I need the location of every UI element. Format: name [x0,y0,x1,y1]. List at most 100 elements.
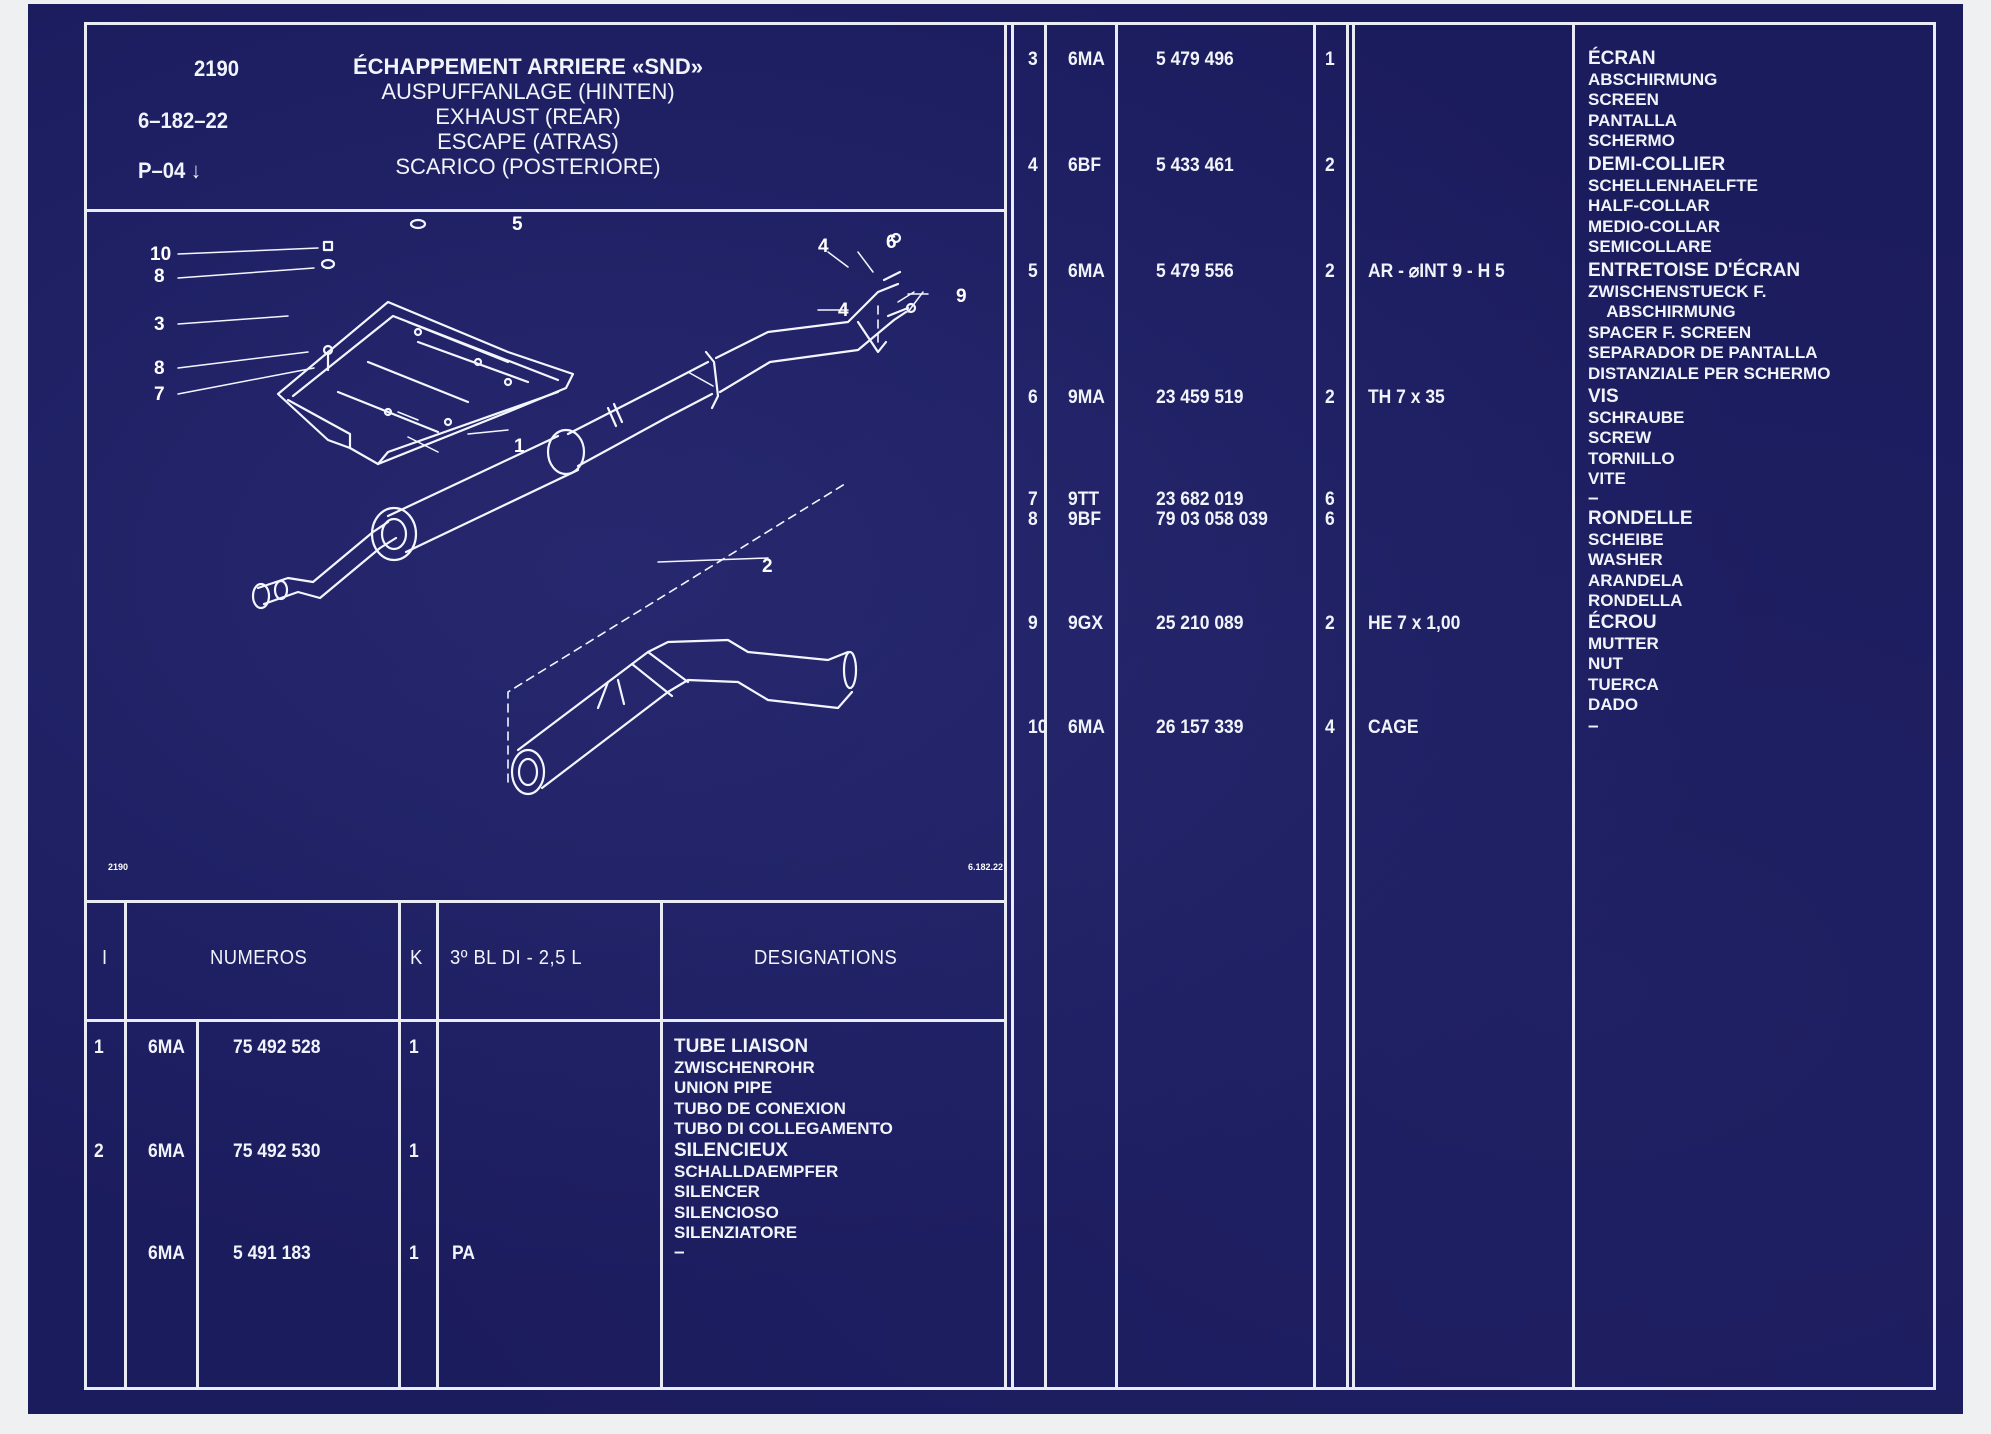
row-index: 10 [1028,717,1048,738]
callout-10: 10 [150,244,171,265]
designation-line: TORNILLO [1588,448,1675,468]
row-code: 6BF [1068,155,1102,176]
designation-line: RONDELLA [1588,591,1683,611]
designation-line: ABSCHIRMUNG [1588,302,1736,322]
rcol-line-code [1115,22,1118,1390]
row-note: PA [452,1243,475,1264]
callout-2: 2 [762,556,773,577]
title-it: SCARICO (POSTERIORE) [395,154,661,179]
designation-line: – [1588,488,1599,509]
designation-line: WASHER [1588,550,1663,570]
drawing-code-right: 6.182.22 [968,862,1003,872]
designation-line: NUT [1588,654,1623,674]
designation-line: SILENZIATORE [674,1223,798,1243]
col-header-variant: 3º BL DI - 2,5 L [450,947,583,969]
divider-drawing [84,900,1006,903]
row-code: 6MA [1068,49,1105,70]
callout-1: 1 [514,436,525,457]
exhaust-exploded-drawing: 10 8 3 8 7 5 1 2 4 6 4 9 2190 6.182.22 [108,214,1003,872]
rcol-line-i [1044,22,1047,1390]
designation-line: – [1588,716,1599,737]
row-index: 5 [1028,261,1038,282]
row-quantity: 4 [1325,717,1335,738]
row-quantity: 2 [1325,155,1335,176]
title-en: EXHAUST (REAR) [435,104,621,129]
leader-lines [177,247,929,563]
designation-line: SCREEN [1588,90,1659,110]
designation-line: SEMICOLLARE [1588,237,1712,257]
row-quantity: 1 [409,1243,419,1264]
designation-line: SILENCIEUX [674,1140,789,1161]
union-pipe-part [251,270,910,610]
sheet-page: P–04 ↓ [138,158,202,183]
designation-line: UNION PIPE [674,1078,773,1098]
row-note: HE 7 x 1,00 [1368,613,1461,634]
row-index: 8 [1028,509,1038,530]
alignment-lines [507,301,879,783]
designation-line: HALF-COLLAR [1588,196,1710,216]
designation-line: VIS [1588,386,1619,407]
sheet-reference: 6–182–22 [138,108,229,133]
designation-line: ZWISCHENSTUECK F. [1588,281,1767,301]
fasteners [320,218,917,372]
designation-line: SPACER F. SCREEN [1588,322,1752,342]
designation-line: DEMI-COLLIER [1588,154,1726,175]
rcol-line-num [1313,22,1316,1390]
designation-line: ÉCROU [1588,612,1657,633]
row-part-number: 5 433 461 [1156,155,1234,176]
designation-line: TUBO DI COLLEGAMENTO [674,1119,893,1139]
col-header-k: K [410,947,423,969]
row-part-number: 79 03 058 039 [1156,509,1268,530]
designation-line: ARANDELA [1588,570,1684,590]
designation-line: SCREW [1588,428,1652,448]
callout-8-bottom: 8 [154,358,165,379]
callout-9: 9 [956,286,967,307]
col-line-k [436,900,439,1390]
divider-header [84,209,1006,212]
row-quantity: 6 [1325,509,1335,530]
row-note: AR - ⌀INT 9 - H 5 [1368,261,1505,282]
row-note: TH 7 x 35 [1368,387,1445,408]
divider-panels [1004,22,1007,1390]
row-designation: – [1588,716,1599,738]
designation-line: MEDIO-COLLAR [1588,216,1721,236]
callout-4-top: 4 [818,236,829,257]
row-part-number: 25 210 089 [1156,613,1244,634]
col-header-designations: DESIGNATIONS [754,947,898,969]
callout-3: 3 [154,314,165,335]
row-code: 6MA [148,1037,185,1058]
designation-line: ÉCRAN [1588,48,1656,69]
callout-6: 6 [886,232,897,253]
designation-line: SCHELLENHAELFTE [1588,175,1758,195]
row-code: 6MA [1068,717,1105,738]
row-quantity: 6 [1325,489,1335,510]
col-line-num [398,900,401,1390]
row-part-number: 75 492 530 [233,1141,321,1162]
callout-7: 7 [154,384,165,405]
designation-line: – [674,1242,685,1263]
designation-line: TUBO DE CONEXION [674,1098,846,1118]
parts-sheet: 2190 6–182–22 P–04 ↓ ÉCHAPPEMENT ARRIERE… [28,4,1963,1414]
designation-line: SCHEIBE [1588,529,1664,549]
row-code: 9TT [1068,489,1100,510]
frame-left [84,22,87,1390]
designation-line: VITE [1588,469,1626,489]
designation-line: ENTRETOISE D'ÉCRAN [1588,260,1801,281]
divider-colhdr [84,1019,1006,1022]
drawing-code-left: 2190 [108,862,128,872]
silencer-part [510,638,858,796]
row-part-number: 5 491 183 [233,1243,311,1264]
row-note: CAGE [1368,717,1419,738]
frame-right [1933,22,1936,1390]
row-code: 6MA [1068,261,1105,282]
rcol-line-note [1572,22,1575,1390]
designation-line: TUERCA [1588,674,1659,694]
designation-line: DADO [1588,695,1639,715]
frame-bottom [84,1387,1935,1390]
row-code: 6MA [148,1141,185,1162]
